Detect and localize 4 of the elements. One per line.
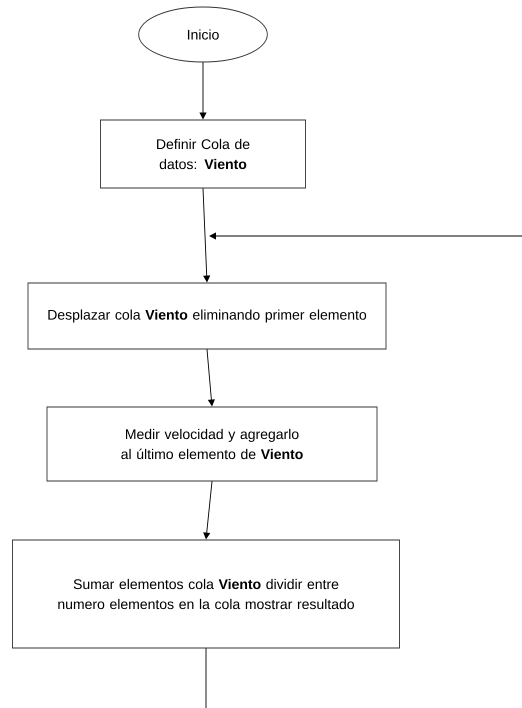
process-box: Medir velocidad y agregarlo al último elemento de Viento xyxy=(46,406,378,482)
process-box: Desplazar cola Viento eliminando primer elemento xyxy=(28,282,386,350)
process-box: Definir Cola de datos: Viento xyxy=(100,120,306,188)
process-box: Sumar elementos cola Viento dividir entre numero elementos en la cola mostrar resultado xyxy=(12,540,400,648)
